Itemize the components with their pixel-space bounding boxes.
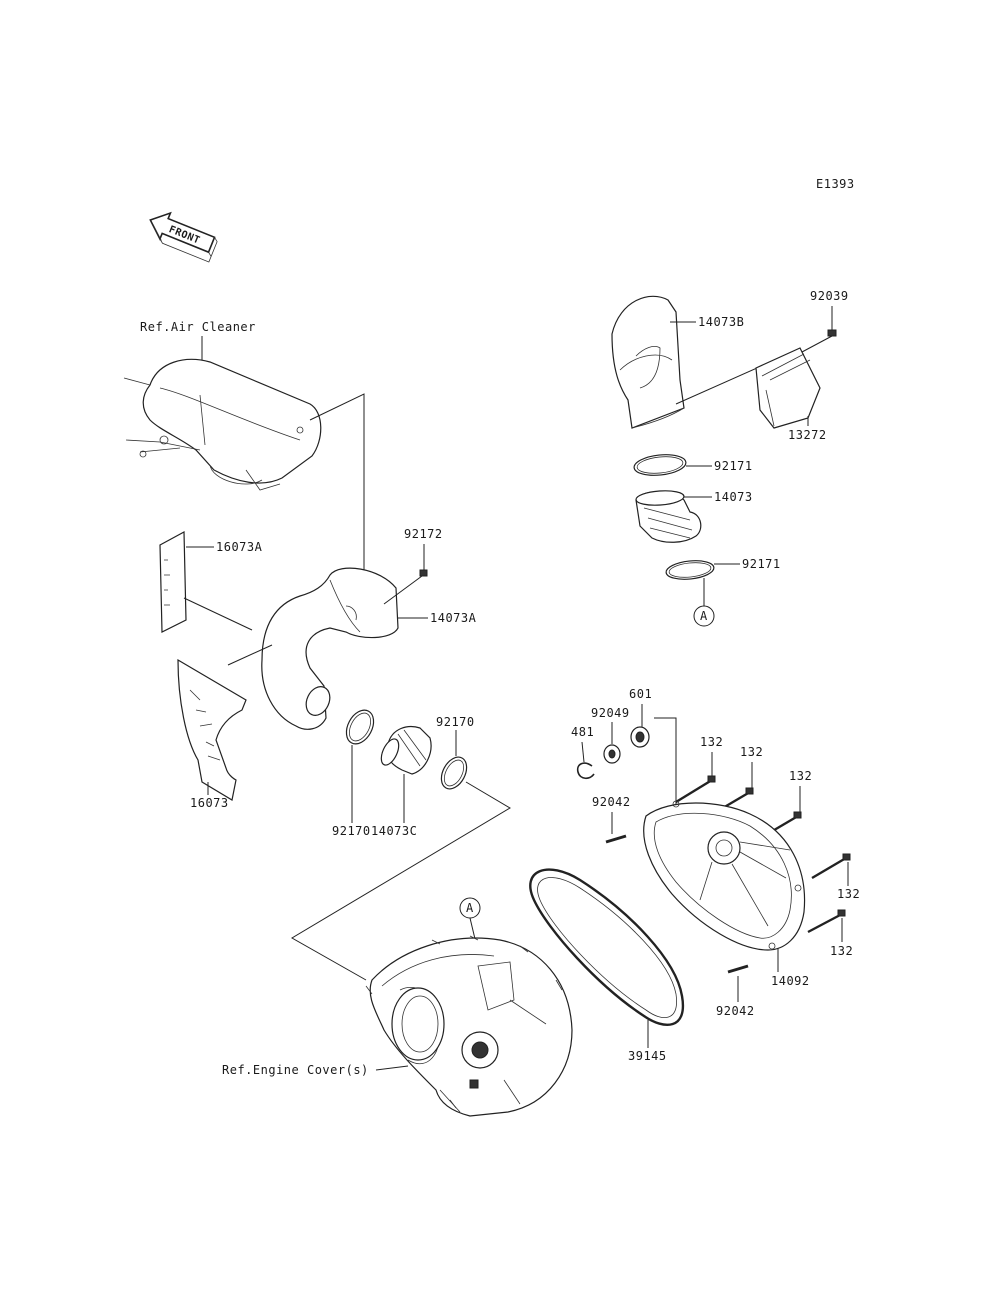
label-13272: 13272 (788, 428, 827, 442)
part-132-a (675, 775, 716, 804)
label-92171-top: 92171 (714, 459, 753, 473)
part-92039 (801, 329, 837, 353)
part-132-d (811, 853, 851, 880)
ref-air-cleaner-label: Ref.Air Cleaner (140, 320, 256, 334)
part-13272 (755, 347, 821, 429)
label-601: 601 (629, 687, 652, 701)
callout-a-top: A (700, 609, 708, 623)
label-92171-bottom: 92171 (742, 557, 781, 571)
ref-engine-covers-label: Ref.Engine Cover(s) (222, 1063, 369, 1077)
part-14073 (635, 490, 702, 543)
label-14073A: 14073A (430, 611, 477, 625)
callout-a-bottom: A (466, 901, 474, 915)
label-481: 481 (571, 725, 594, 739)
label-92170-left: 92170 (332, 824, 371, 838)
diagram-code: E1393 (816, 177, 855, 191)
part-132-e (807, 909, 846, 934)
part-481 (576, 762, 595, 780)
part-92171-top (633, 454, 687, 476)
label-14073B: 14073B (698, 315, 744, 329)
part-92170-right (440, 756, 468, 790)
callout-a-top-marker (693, 605, 715, 627)
part-39145 (529, 868, 685, 1026)
label-92170-right: 92170 (436, 715, 475, 729)
part-92170-left (345, 709, 375, 745)
label-92172: 92172 (404, 527, 443, 541)
label-132-a: 132 (700, 735, 723, 749)
label-132-c: 132 (789, 769, 812, 783)
label-39145: 39145 (628, 1049, 667, 1063)
label-92049: 92049 (591, 706, 630, 720)
engine-cover (365, 935, 573, 1117)
part-92172 (383, 569, 428, 605)
part-14073C (380, 725, 432, 775)
part-92042-top (605, 834, 627, 844)
label-132-e: 132 (830, 944, 853, 958)
label-14073: 14073 (714, 490, 753, 504)
part-14092 (643, 800, 806, 951)
label-132-d: 132 (837, 887, 860, 901)
label-132-b: 132 (740, 745, 763, 759)
label-16073A: 16073A (216, 540, 263, 554)
label-92042-top: 92042 (592, 795, 631, 809)
front-arrow-icon: FRONT (149, 211, 218, 263)
part-16073 (177, 658, 247, 801)
part-92171-bottom (665, 560, 715, 580)
part-14073B (611, 295, 685, 429)
part-92042-bottom (727, 964, 749, 974)
part-16073A (159, 531, 187, 633)
label-92039: 92039 (810, 289, 849, 303)
label-16073: 16073 (190, 796, 229, 810)
label-92042-bottom: 92042 (716, 1004, 755, 1018)
part-14073A (261, 567, 399, 730)
label-14073C: 14073C (371, 824, 417, 838)
label-14092: 14092 (771, 974, 810, 988)
part-601 (630, 726, 650, 748)
air-cleaner-housing (123, 358, 322, 491)
part-92049 (603, 744, 621, 764)
